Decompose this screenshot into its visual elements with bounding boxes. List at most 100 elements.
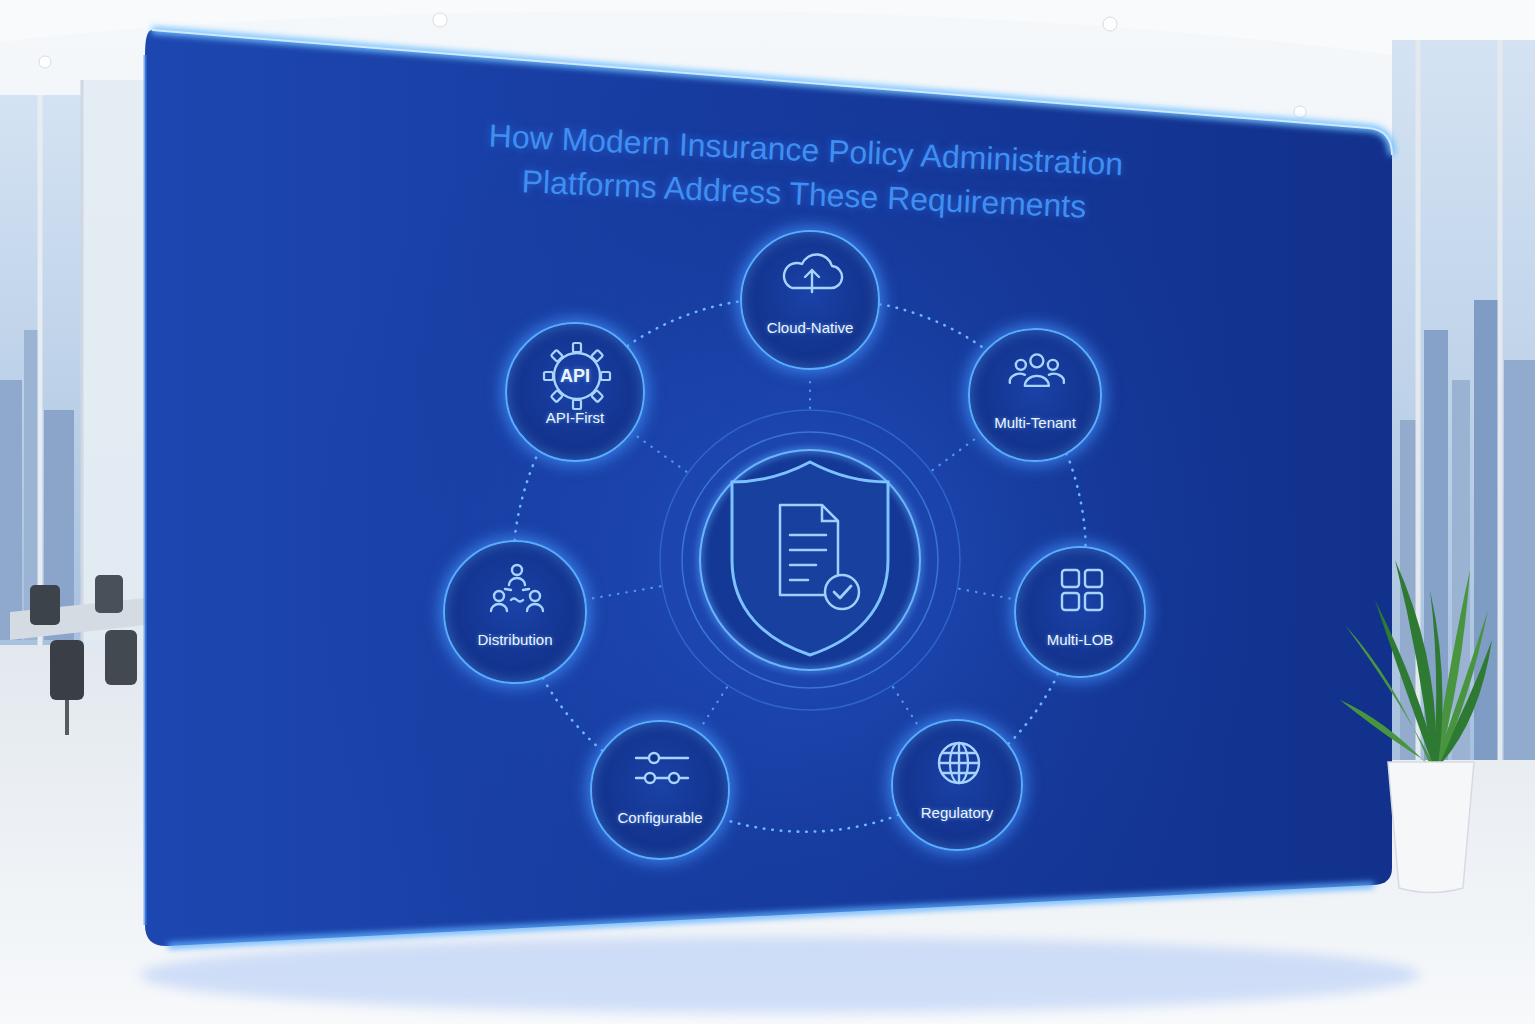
person-body: [1010, 374, 1025, 383]
person-body: [491, 604, 507, 611]
globe-outline: [939, 743, 979, 783]
slider-knob: [649, 753, 659, 763]
ceiling-light: [1103, 17, 1117, 31]
gear-tooth: [551, 350, 563, 362]
slider-track: [636, 758, 688, 778]
gear-tooth: [551, 390, 563, 402]
chair: [105, 630, 137, 685]
right-window: [1392, 40, 1535, 760]
radial-leader: [933, 437, 978, 470]
chair: [30, 585, 60, 625]
radial-leader: [809, 374, 811, 408]
node-icon: [742, 232, 882, 372]
person-body: [1049, 374, 1064, 383]
node-label: Regulatory: [921, 804, 994, 822]
building: [1504, 360, 1535, 760]
chair: [50, 640, 84, 700]
wall-edge: [144, 55, 147, 925]
grid-tile: [1085, 593, 1102, 610]
radial-leader: [590, 586, 660, 598]
person-head: [1048, 360, 1058, 370]
icon-glyph: [1062, 570, 1102, 610]
person-head: [1016, 360, 1026, 370]
title-frame: How Modern Insurance Policy Administrati…: [418, 111, 1191, 234]
floor-reflection: [140, 937, 1420, 1013]
node-icon: [1016, 548, 1148, 680]
node-label: Configurable: [617, 809, 702, 827]
window-frame: [38, 95, 43, 645]
emblem-ring: [700, 450, 920, 670]
gear-tooth: [591, 350, 603, 362]
slider-knob: [669, 773, 679, 783]
center-emblem: [660, 410, 960, 710]
node-label: Multi-Tenant: [994, 414, 1076, 432]
wall-bottom-glow: [168, 885, 1374, 946]
left-window: [0, 80, 146, 735]
ring-connector: [1066, 454, 1085, 546]
chair-leg: [65, 700, 69, 735]
person-head: [494, 591, 504, 601]
globe-grid: [939, 743, 979, 783]
upload-arrow: [805, 270, 819, 292]
radial-leader: [635, 435, 686, 472]
plant-pot: [1388, 762, 1474, 893]
check-mark: [834, 586, 851, 598]
ring-connector: [515, 452, 539, 540]
icon-glyph: [491, 565, 543, 611]
icon-glyph: [939, 743, 979, 783]
node-icon: [445, 542, 589, 686]
node-label: API-First: [546, 409, 604, 427]
gear-tooth: [601, 372, 610, 380]
radial-leader: [959, 589, 1011, 599]
window-frame: [81, 80, 84, 650]
ring-connector: [1008, 674, 1057, 744]
node-icon: [507, 324, 647, 464]
slider-knob: [645, 773, 655, 783]
building: [0, 380, 22, 640]
person-body: [509, 578, 525, 585]
node-label: Cloud-Native: [767, 319, 854, 337]
feature-circle: Cloud-Native: [740, 230, 880, 370]
gear-tooth: [573, 343, 581, 352]
gear-tooth: [573, 400, 581, 409]
network-links: [505, 589, 529, 602]
radial-leader: [893, 687, 919, 726]
check-badge: [825, 575, 859, 609]
window-frame: [1498, 40, 1503, 760]
grid-tile: [1085, 570, 1102, 587]
icon-label: API: [560, 365, 590, 387]
node-label: Multi-LOB: [1047, 631, 1114, 649]
feature-circle: Distribution: [443, 540, 587, 684]
emblem-ring: [660, 410, 960, 710]
ceiling-light: [433, 13, 447, 27]
node-label: Distribution: [477, 631, 552, 649]
gear-ring: [554, 353, 600, 399]
wall-glow: [145, 30, 1392, 946]
potted-plant: [1340, 560, 1492, 893]
gear-tooth: [591, 390, 603, 402]
ring-connector: [628, 302, 740, 346]
icon-glyph: [544, 343, 610, 409]
ceiling-light: [39, 56, 51, 68]
feature-circle: Regulatory: [891, 719, 1023, 851]
person-head: [1030, 354, 1043, 367]
plant-leaf: [1375, 600, 1437, 765]
node-icon: [592, 722, 732, 862]
chair: [95, 575, 123, 613]
glass-partition: [82, 80, 146, 650]
plant-leaf: [1430, 590, 1443, 765]
display-wall: [145, 30, 1392, 946]
ring-connector: [880, 304, 986, 349]
plant-leaf: [1435, 610, 1488, 765]
window-sky: [1392, 40, 1535, 760]
person-head: [512, 565, 522, 575]
icon-glyph: [1010, 354, 1064, 386]
emblem-glow: [700, 450, 920, 670]
node-icon: [893, 721, 1025, 853]
person-head: [530, 591, 540, 601]
gear-tooth: [544, 372, 553, 380]
feature-circle: Multi-Tenant: [968, 328, 1102, 462]
node-icon: [970, 330, 1104, 464]
feature-circle: Configurable: [590, 720, 730, 860]
